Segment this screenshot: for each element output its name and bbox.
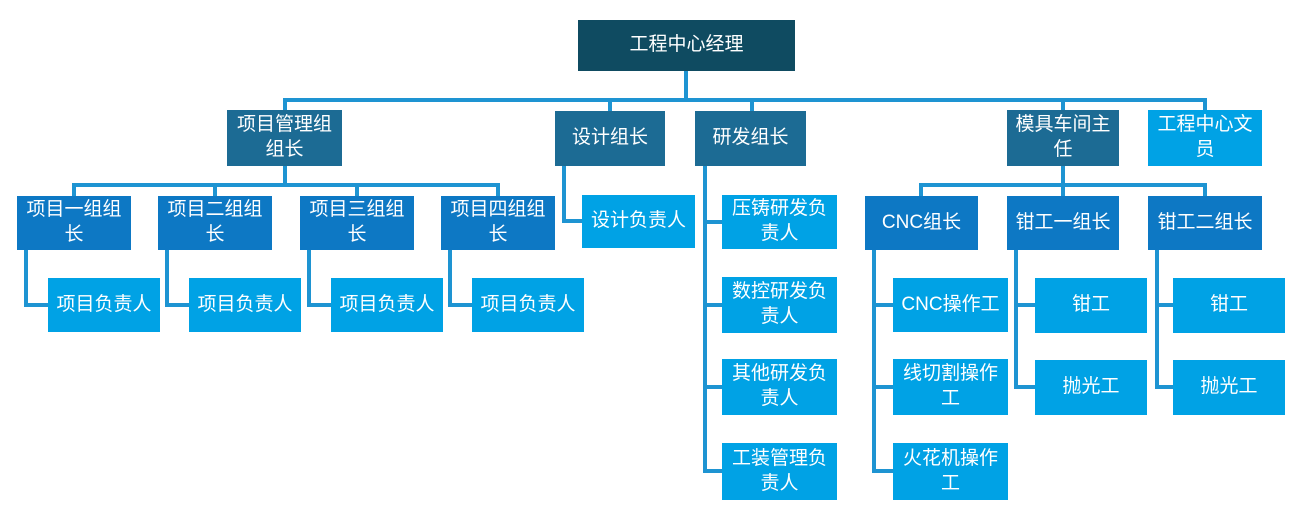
- connector-drop-design-leader: [608, 98, 612, 111]
- connector-project2-elbow-v: [165, 250, 169, 307]
- node-diecast-rd-lead[interactable]: 压铸研发负责人: [722, 195, 837, 249]
- node-fitter-1[interactable]: 钳工: [1035, 278, 1147, 333]
- connector-project3-elbow-v: [307, 250, 311, 307]
- node-cnc-group-leader[interactable]: CNC组长: [865, 196, 978, 250]
- connector-drop-project-mgmt: [283, 98, 287, 110]
- node-project-mgmt-group-leader[interactable]: 项目管理组组长: [227, 110, 342, 166]
- connector-mold-stem: [1061, 166, 1065, 183]
- connector-project3-elbow-h: [307, 303, 331, 307]
- node-mold-shop-director[interactable]: 模具车间主任: [1007, 110, 1119, 166]
- connector-rd-stub-4: [703, 469, 722, 473]
- node-edm-operator[interactable]: 火花机操作工: [893, 443, 1008, 500]
- node-project-lead-2[interactable]: 项目负责人: [189, 278, 301, 332]
- connector-cnc-hang-v: [872, 250, 876, 473]
- connector-project4-elbow-v: [448, 250, 452, 307]
- node-project-group1-leader[interactable]: 项目一组组长: [17, 196, 131, 250]
- connector-project2-elbow-h: [165, 303, 189, 307]
- connector-drop-fitter2-leader: [1203, 183, 1207, 196]
- connector-fitter2-stub-2: [1155, 385, 1173, 389]
- node-wirecut-operator[interactable]: 线切割操作工: [893, 359, 1008, 415]
- connector-drop-project2: [213, 183, 217, 196]
- connector-fitter2-hang-v: [1155, 250, 1159, 389]
- node-project-group4-leader[interactable]: 项目四组组长: [441, 196, 555, 250]
- node-cnc-rd-lead[interactable]: 数控研发负责人: [722, 277, 837, 333]
- node-tooling-mgmt-lead[interactable]: 工装管理负责人: [722, 443, 837, 500]
- node-fitter-group2-leader[interactable]: 钳工二组长: [1148, 196, 1262, 250]
- connector-cnc-stub-3: [872, 469, 893, 473]
- connector-fitter1-stub-2: [1014, 385, 1035, 389]
- node-project-lead-3[interactable]: 项目负责人: [331, 278, 443, 332]
- node-rd-group-leader[interactable]: 研发组长: [695, 111, 806, 166]
- connector-cnc-stub-2: [872, 385, 893, 389]
- node-fitter-group1-leader[interactable]: 钳工一组长: [1007, 196, 1119, 250]
- node-project-group2-leader[interactable]: 项目二组组长: [158, 196, 272, 250]
- connector-project1-elbow-h: [24, 303, 48, 307]
- node-project-group3-leader[interactable]: 项目三组组长: [300, 196, 414, 250]
- connector-rd-stub-1: [703, 220, 722, 224]
- node-cnc-operator[interactable]: CNC操作工: [893, 278, 1008, 332]
- connector-fitter1-stub-1: [1014, 303, 1035, 307]
- node-fitter-2[interactable]: 钳工: [1173, 278, 1285, 333]
- connector-drop-mold-director: [1061, 98, 1065, 110]
- node-engineering-center-manager[interactable]: 工程中心经理: [578, 20, 795, 71]
- connector-project-bus: [72, 183, 500, 187]
- connector-design-elbow-h: [562, 219, 582, 223]
- connector-drop-fitter1-leader: [1061, 183, 1065, 196]
- connector-root-stem: [684, 71, 688, 102]
- connector-project-mgmt-stem: [283, 166, 287, 183]
- connector-drop-clerk: [1203, 98, 1207, 110]
- node-polisher-1[interactable]: 抛光工: [1035, 360, 1147, 415]
- connector-fitter1-hang-v: [1014, 250, 1018, 389]
- connector-drop-cnc-leader: [919, 183, 923, 196]
- connector-drop-project4: [496, 183, 500, 196]
- connector-drop-rd-leader: [750, 98, 754, 111]
- connector-project4-elbow-h: [448, 303, 472, 307]
- connector-design-elbow-v: [562, 166, 566, 223]
- node-engineering-center-clerk[interactable]: 工程中心文员: [1148, 110, 1262, 166]
- node-other-rd-lead[interactable]: 其他研发负责人: [722, 359, 837, 415]
- connector-fitter2-stub-1: [1155, 303, 1173, 307]
- node-project-lead-4[interactable]: 项目负责人: [472, 278, 584, 332]
- node-design-lead[interactable]: 设计负责人: [582, 195, 695, 248]
- connector-rd-hang-v: [703, 166, 707, 473]
- node-project-lead-1[interactable]: 项目负责人: [48, 278, 160, 332]
- connector-cnc-stub-1: [872, 303, 893, 307]
- connector-level2-bus: [283, 98, 1207, 102]
- connector-project1-elbow-v: [24, 250, 28, 307]
- node-polisher-2[interactable]: 抛光工: [1173, 360, 1285, 415]
- connector-rd-stub-3: [703, 385, 722, 389]
- connector-drop-project1: [72, 183, 76, 196]
- node-design-group-leader[interactable]: 设计组长: [555, 111, 665, 166]
- connector-rd-stub-2: [703, 303, 722, 307]
- connector-drop-project3: [355, 183, 359, 196]
